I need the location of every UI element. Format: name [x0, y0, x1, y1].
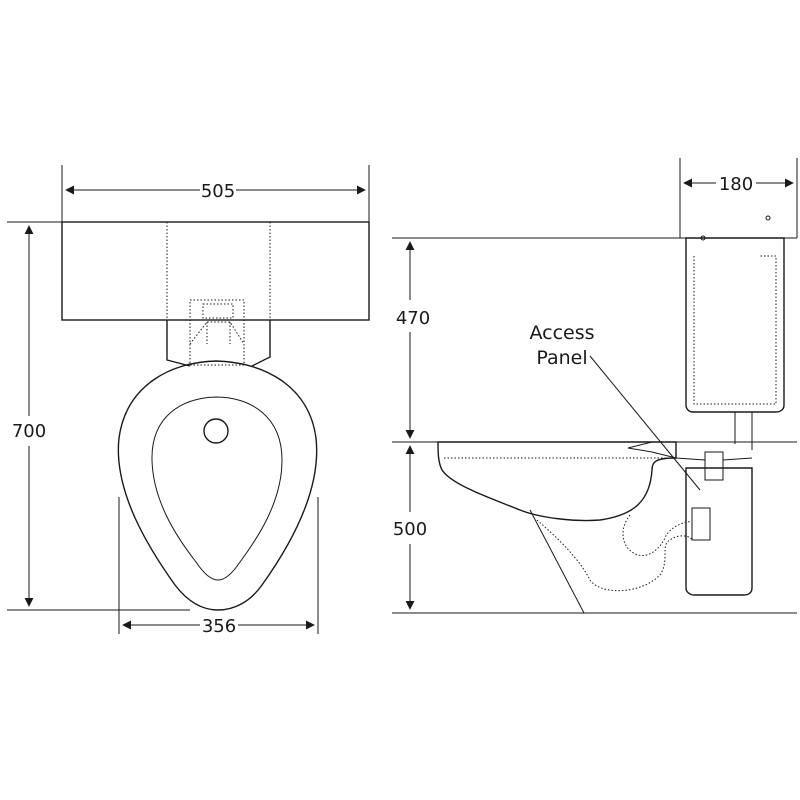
bowl-inner-outline [151, 396, 283, 581]
cistern-top-view [61, 221, 370, 321]
dimension-label-overall-height: 700 [12, 421, 46, 442]
dimension-label-cistern-height: 470 [396, 308, 430, 329]
dimension-500: 500 [393, 445, 427, 610]
dimension-label-bowl-width: 356 [202, 616, 236, 637]
side-view [392, 158, 798, 614]
pan-side-outline [437, 441, 677, 522]
flush-pipe [627, 441, 753, 461]
drain-hole [203, 418, 229, 444]
dimension-label-overall-width: 505 [201, 181, 235, 202]
dimension-505: 505 [65, 181, 366, 202]
dimension-label-pan-height: 500 [393, 519, 427, 540]
cistern-side-outline [685, 237, 785, 413]
s-trap-outline [536, 514, 693, 592]
pan-neck [166, 320, 271, 367]
toilet-seat-outline [117, 360, 318, 611]
access-panel-leader [589, 355, 701, 491]
outlet-connector [691, 507, 711, 541]
dimension-470: 470 [396, 241, 430, 439]
dimension-700: 700 [12, 225, 46, 607]
pan-pedestal [529, 509, 585, 614]
access-panel-label-line1: Access [529, 322, 594, 344]
flush-button [765, 215, 771, 221]
cistern-inner-dotted [693, 255, 777, 405]
flush-valve-outline [189, 299, 245, 366]
dimension-180: 180 [683, 174, 794, 195]
outlet-connector [704, 451, 724, 481]
top-view [7, 165, 370, 634]
dimension-label-cistern-depth: 180 [719, 174, 753, 195]
access-panel [685, 467, 753, 596]
access-panel-label-line2: Panel [536, 347, 587, 369]
dimension-356: 356 [122, 616, 315, 637]
connector-pipe [734, 412, 753, 450]
